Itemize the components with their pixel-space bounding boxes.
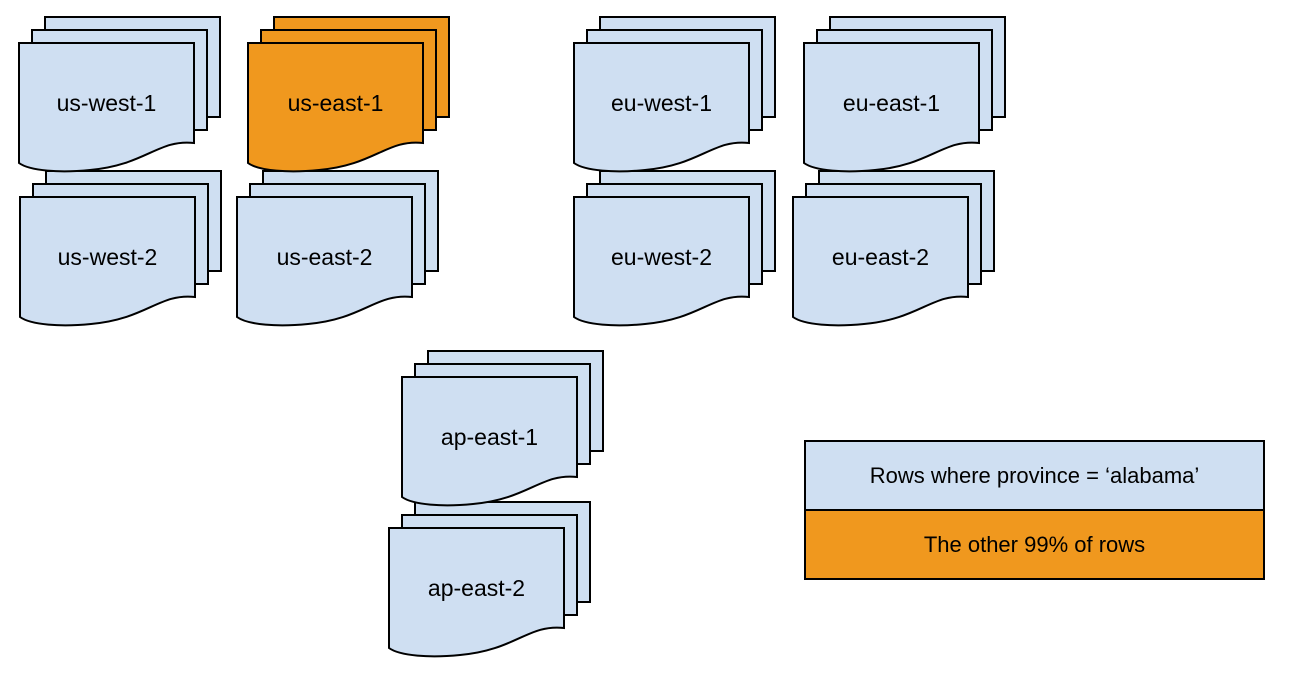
region-stack-ap-east-2: ap-east-2 (388, 501, 591, 659)
region-stack-eu-east-1: eu-east-1 (803, 16, 1006, 174)
document-page-front (573, 196, 750, 327)
region-stack-us-west-2: us-west-2 (19, 170, 222, 328)
region-stack-us-east-1: us-east-1 (247, 16, 450, 174)
document-page-front (247, 42, 424, 173)
legend-item-alabama-rows: Rows where province = ‘alabama’ (804, 440, 1265, 511)
region-stack-eu-east-2: eu-east-2 (792, 170, 995, 328)
region-stack-eu-west-1: eu-west-1 (573, 16, 776, 174)
region-stack-ap-east-1: ap-east-1 (401, 350, 604, 508)
document-page-front (388, 527, 565, 658)
legend-label: Rows where province = ‘alabama’ (869, 462, 1200, 488)
document-page-front (236, 196, 413, 327)
legend: Rows where province = ‘alabama’ The othe… (804, 440, 1265, 580)
document-page-front (803, 42, 980, 173)
region-stack-us-east-2: us-east-2 (236, 170, 439, 328)
document-page-front (401, 376, 578, 507)
legend-label: The other 99% of rows (923, 531, 1146, 557)
document-page-front (18, 42, 195, 173)
region-stack-eu-west-2: eu-west-2 (573, 170, 776, 328)
document-page-front (19, 196, 196, 327)
document-page-front (792, 196, 969, 327)
document-page-front (573, 42, 750, 173)
region-stack-us-west-1: us-west-1 (18, 16, 221, 174)
legend-item-other-rows: The other 99% of rows (804, 509, 1265, 580)
